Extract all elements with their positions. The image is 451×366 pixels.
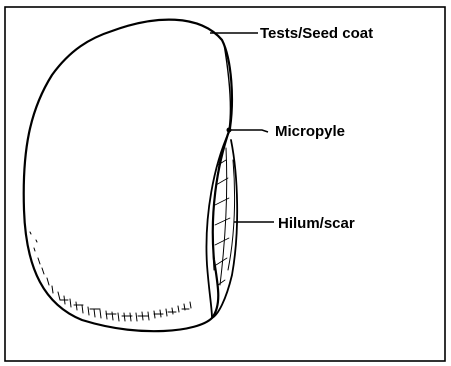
micropyle-leader xyxy=(231,130,268,132)
seed-coat-label: Tests/Seed coat xyxy=(260,25,373,42)
hilum-label: Hilum/scar xyxy=(278,215,355,232)
leader-lines xyxy=(210,33,274,222)
figure-frame xyxy=(5,7,445,361)
micropyle-dot xyxy=(227,128,232,133)
micropyle-label: Micropyle xyxy=(275,123,345,140)
seed-coat-texture xyxy=(30,232,191,321)
seed-outline xyxy=(24,20,232,332)
